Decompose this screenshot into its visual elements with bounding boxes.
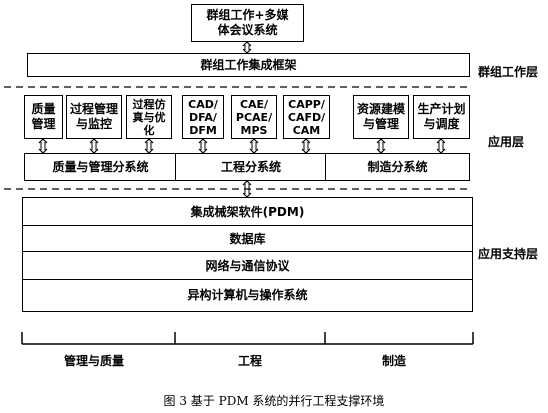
layer-label-group-work: 群组工作层 — [478, 65, 539, 79]
pdm-software-box: 集成械架软件(PDM) — [22, 197, 473, 227]
module-quality-mgmt: 质量 管理 — [24, 95, 63, 139]
arrow-module-7 — [436, 138, 446, 154]
os-box: 异构计算机与操作系统 — [22, 279, 473, 312]
arrow-top-to-framework — [242, 41, 252, 54]
module-process-mgmt: 过程管理 与监控 — [66, 95, 122, 139]
subsystem-quality-mgmt: 质量与管理分系统 — [24, 153, 177, 181]
network-protocol-box: 网络与通信协议 — [22, 251, 473, 281]
arrow-module-1 — [89, 138, 99, 154]
layer-label-support: 应用支持层 — [478, 247, 539, 261]
arrow-module-3 — [198, 138, 208, 154]
database-box: 数据库 — [22, 225, 473, 253]
module-capp: CAPP/ CAFD/ CAM — [283, 95, 330, 139]
module-cae: CAE/ PCAE/ MPS — [231, 95, 277, 139]
arrow-module-4 — [249, 138, 259, 154]
figure-caption: 图 3 基于 PDM 系统的并行工程支撑环境 — [163, 394, 385, 408]
group-multimedia-box: 群组工作+多媒 体会议系统 — [191, 4, 304, 42]
bottom-label-manufacturing: 制造 — [382, 354, 407, 368]
group-framework-box: 群组工作集成框架 — [27, 53, 470, 77]
bottom-label-engineering: 工程 — [238, 354, 263, 368]
arrow-module-5 — [301, 138, 311, 154]
subsystem-engineering: 工程分系统 — [175, 153, 327, 181]
bottom-label-mgmt-quality: 管理与质量 — [64, 354, 125, 368]
arrow-module-2 — [144, 138, 154, 154]
layer-label-application: 应用层 — [488, 135, 525, 149]
subsystem-manufacturing: 制造分系统 — [325, 153, 470, 181]
module-resource-modeling: 资源建模 与管理 — [353, 95, 409, 139]
arrow-module-0 — [38, 138, 48, 154]
module-cad: CAD/ DFA/ DFM — [182, 95, 224, 139]
module-process-sim: 过程仿 真与优 化 — [126, 95, 172, 139]
arrow-module-6 — [376, 138, 386, 154]
module-production-planning: 生产计划 与调度 — [413, 95, 470, 139]
